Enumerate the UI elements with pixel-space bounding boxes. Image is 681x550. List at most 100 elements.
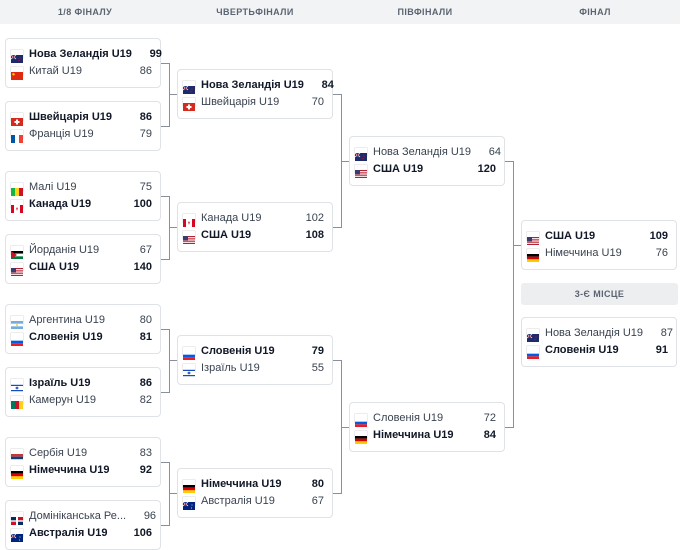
isr-flag-icon — [183, 364, 195, 377]
team-score: 120 — [477, 162, 496, 175]
team-score: 64 — [488, 145, 502, 158]
team-name: Німеччина U19 — [373, 428, 454, 441]
team-score: 79 — [311, 344, 324, 357]
team-name: Нова Зеландія U19 — [373, 145, 472, 158]
team-name: Швейцарія U19 — [29, 110, 112, 123]
team-name: Сербія U19 — [29, 446, 88, 459]
bracket-connector-r16-qf4 — [161, 525, 169, 526]
srb-flag-icon — [11, 449, 23, 462]
bracket-connector-r16-qf3 — [169, 360, 177, 361]
bracket-connector-r16-qf1 — [169, 94, 177, 95]
team-score: 84 — [321, 78, 334, 91]
nzl-flag-icon — [10, 50, 23, 63]
team-name: Китай U19 — [29, 64, 82, 77]
team-score: 76 — [655, 246, 668, 259]
arg-flag-icon — [11, 316, 23, 329]
bracket-connector-r16-qf4 — [169, 462, 170, 526]
team-score: 75 — [139, 180, 152, 193]
dom-flag-icon — [11, 512, 23, 525]
team-score: 91 — [655, 343, 668, 356]
bracket-connector-r16-qf1 — [169, 63, 170, 127]
bracket-connector-r16-qf3 — [161, 392, 169, 393]
round-title-r16: 1/8 ФІНАЛУ — [57, 7, 113, 17]
team-score: 86 — [139, 110, 152, 123]
third-place-label: 3-Є МІСЦЕ — [521, 283, 678, 305]
team-row: США U19 120 — [350, 160, 504, 178]
team-score: 81 — [139, 330, 152, 343]
slo-flag-icon — [527, 346, 539, 359]
bracket-connector-r16-qf2 — [169, 227, 177, 228]
team-score: 96 — [143, 509, 157, 522]
aus-flag-icon — [10, 529, 23, 542]
bracket-connector-r16-qf3 — [161, 329, 169, 330]
team-score: 108 — [305, 228, 324, 241]
team-score: 83 — [139, 446, 152, 459]
team-score: 67 — [311, 494, 324, 507]
bracket-connector-r16-qf1 — [161, 63, 169, 64]
team-row: Домініканська Ре... 96 — [6, 507, 160, 525]
sui-flag-icon — [183, 98, 195, 111]
sui-flag-icon — [11, 113, 23, 126]
team-name: США U19 — [29, 260, 80, 273]
team-name: США U19 — [201, 228, 252, 241]
isr-flag-icon — [11, 379, 23, 392]
team-score: 55 — [311, 361, 324, 374]
usa-flag-icon — [355, 165, 367, 178]
cmr-flag-icon — [11, 396, 23, 409]
bracket-connector-qf-sf2 — [333, 493, 341, 494]
team-name: Австралія U19 — [29, 526, 108, 539]
team-row: Німеччина U19 80 — [178, 475, 332, 493]
aus-flag-icon — [182, 497, 195, 510]
team-row: Нова Зеландія U19 64 — [350, 143, 504, 161]
team-name: Ізраїль U19 — [201, 361, 260, 374]
team-name: Нова Зеландія U19 — [545, 326, 644, 339]
team-row: Ізраїль U19 55 — [178, 359, 332, 377]
bracket-connector-qf-sf1 — [333, 94, 341, 95]
team-name: США U19 — [373, 162, 424, 175]
team-name: Домініканська Ре... — [29, 509, 127, 522]
team-row: Швейцарія U19 86 — [6, 108, 160, 126]
bracket-connector-r16-qf2 — [161, 196, 169, 197]
ger-flag-icon — [11, 466, 23, 479]
team-score: 70 — [311, 95, 324, 108]
team-name: Німеччина U19 — [201, 477, 282, 490]
team-name: Словенія U19 — [373, 411, 444, 424]
ger-flag-icon — [355, 431, 367, 444]
bracket-connector-r16-qf4 — [169, 493, 177, 494]
bracket-connector-qf-sf2 — [341, 427, 349, 428]
team-score: 80 — [311, 477, 324, 490]
nzl-flag-icon — [526, 329, 539, 342]
bracket-connector-sf-final — [513, 161, 514, 428]
team-name: Франція U19 — [29, 127, 94, 140]
team-score: 92 — [139, 463, 152, 476]
team-name: Канада U19 — [29, 197, 92, 210]
team-score: 82 — [139, 393, 152, 406]
team-score: 106 — [133, 526, 152, 539]
